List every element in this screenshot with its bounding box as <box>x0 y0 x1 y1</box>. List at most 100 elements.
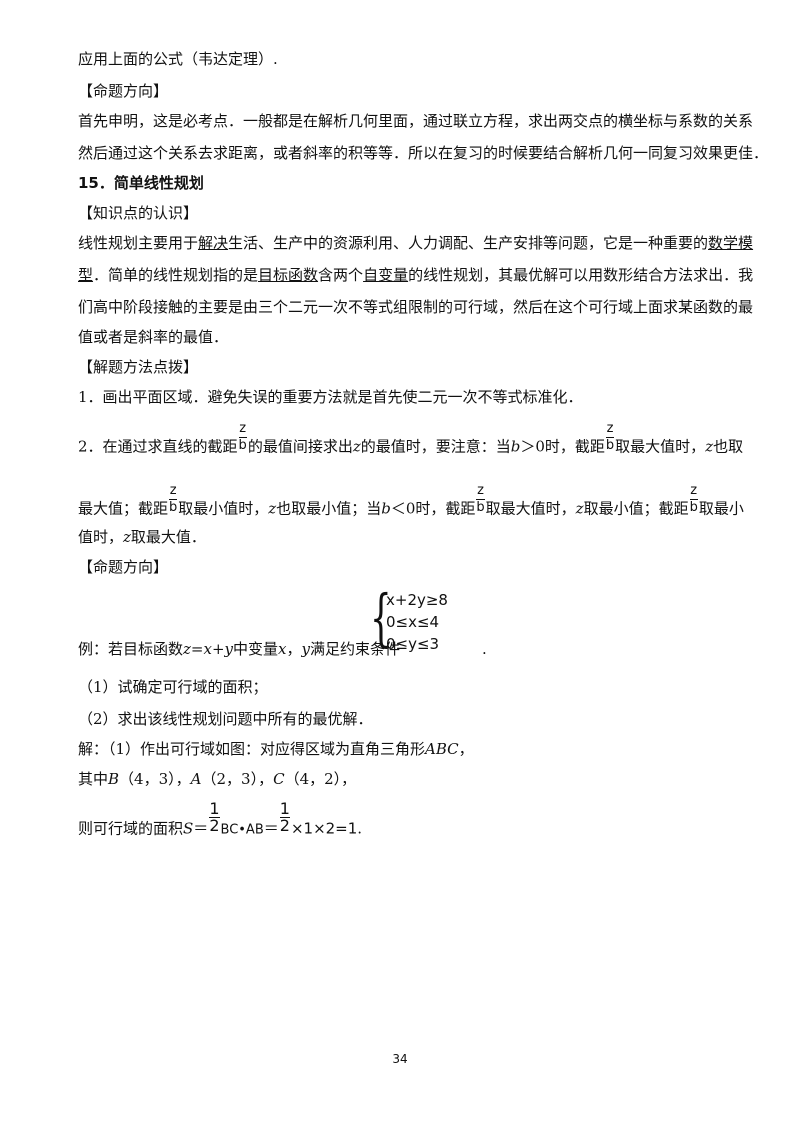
text: ×1×2=1 <box>290 819 358 838</box>
text: 然后通过这个关系去求距离，或者斜率的积等等．所以在复习的时候要结合解析几何一同复… <box>78 144 769 162</box>
var-x: x <box>278 640 287 658</box>
text: 【解题方法点拨】 <box>78 358 199 376</box>
question-2: （2）求出该线性规划问题中所有的最优解． <box>78 708 730 730</box>
text: 的最值时，要注意：当 <box>360 437 511 456</box>
text: （1）试确定可行域的面积； <box>78 678 268 696</box>
text: （4，2）， <box>284 770 357 788</box>
text: 值时， <box>78 528 124 546</box>
link-shuxue-moxing-cont[interactable]: 型 <box>78 266 94 284</box>
heading-method: 【解题方法点拨】 <box>78 356 730 378</box>
solution-line-1: 解：（1）作出可行域如图：对应得区域为直角三角形ABC， <box>78 738 730 760</box>
var-b: b <box>510 437 521 456</box>
example-line: 例：若目标函数z=x+y中变量x，y满足约束条件. <box>78 638 730 660</box>
text: ．简单的线性规划指的是 <box>93 266 259 284</box>
knowledge-line-3: 们高中阶段接触的主要是由三个二元一次不等式组限制的可行域，然后在这个可行域上面求… <box>78 296 753 318</box>
text: 取最小值时， <box>178 499 269 518</box>
text: 1．画出平面区域．避免失误的重要方法就是首先使二元一次不等式标准化． <box>78 388 583 406</box>
text: （2）求出该线性规划问题中所有的最优解． <box>78 710 373 728</box>
text: 则可行域的面积 <box>78 819 184 838</box>
method-line-4: 值时，z取最大值． <box>78 526 730 548</box>
text: （4，3）， <box>119 770 191 788</box>
text: 【命题方向】 <box>78 558 169 576</box>
text: 首先申明，这是必考点．一般都是在解析几何里面，通过联立方程，求出两交点的横坐标与… <box>78 112 754 130</box>
heading-knowledge: 【知识点的认识】 <box>78 202 730 224</box>
text: 取最大值时， <box>485 499 576 518</box>
text: 取最小 <box>698 499 744 518</box>
heading-direction-2: 【命题方向】 <box>78 556 730 578</box>
knowledge-line-2: 型．简单的线性规划指的是目标函数含两个自变量的线性规划，其最优解可以用数形结合方… <box>78 264 753 286</box>
var-y: y <box>301 640 310 658</box>
text: 也取 <box>713 437 744 456</box>
var-z: z <box>352 437 361 456</box>
text: ＝ <box>263 819 279 838</box>
paragraph-direction-2: 然后通过这个关系去求距离，或者斜率的积等等．所以在复习的时候要结合解析几何一同复… <box>78 142 768 164</box>
text: . <box>357 819 363 838</box>
var-b: b <box>381 499 391 518</box>
knowledge-line-1: 线性规划主要用于解决生活、生产中的资源利用、人力调配、生产安排等问题，它是一种重… <box>78 232 753 254</box>
text: 的最值间接求出 <box>247 437 353 456</box>
link-jiejue[interactable]: 解决 <box>198 234 229 252</box>
text: 15．简单线性规划 <box>78 174 204 192</box>
constraint-3: 0≤y≤3 <box>386 635 440 653</box>
text: 取最大值时， <box>615 437 706 456</box>
text: 解：（1）作出可行域如图：对应得区域为直角三角形 <box>78 740 426 758</box>
paragraph-direction-1: 首先申明，这是必考点．一般都是在解析几何里面，通过联立方程，求出两交点的横坐标与… <box>78 110 753 132</box>
text: 【命题方向】 <box>78 82 169 100</box>
solution-line-2: 其中B（4，3），A（2，3），C（4，2）， <box>78 768 730 790</box>
text: ， <box>286 640 302 658</box>
paragraph-vieta: 应用上面的公式（韦达定理）. <box>78 48 730 70</box>
left-brace-icon: { <box>370 581 392 654</box>
link-mubiao-hanshu[interactable]: 目标函数 <box>258 266 319 284</box>
var-s: S <box>183 819 194 838</box>
knowledge-line-4: 值或者是斜率的最值． <box>78 326 730 348</box>
text: 例：若目标函数 <box>78 640 184 658</box>
text: 生活、生产中的资源利用、人力调配、生产安排等问题，它是一种重要的 <box>228 234 709 252</box>
var-z: z <box>705 437 714 456</box>
text: 应用上面的公式（韦达定理）. <box>78 50 278 68</box>
point-a: A <box>190 770 202 788</box>
text: . <box>482 640 487 658</box>
text: 最大值；截距 <box>78 499 169 518</box>
constraint-1: x+2y≥8 <box>386 591 448 609</box>
text: 满足约束条件 <box>309 640 400 658</box>
text: 取最小值；截距 <box>583 499 689 518</box>
link-zibianliang[interactable]: 自变量 <box>363 266 409 284</box>
text: 也取最小值；当 <box>276 499 382 518</box>
text: 中变量 <box>233 640 279 658</box>
objective-function: z=x+y <box>183 640 233 658</box>
heading-direction: 【命题方向】 <box>78 80 730 102</box>
question-1: （1）试确定可行域的面积； <box>78 676 730 698</box>
constraint-system: { x+2y≥8 0≤x≤4 0≤y≤3 <box>370 587 460 657</box>
point-b: B <box>108 770 120 788</box>
text: 值或者是斜率的最值． <box>78 328 229 346</box>
text: （2，3）， <box>201 770 274 788</box>
link-shuxue-moxing[interactable]: 数学模 <box>708 234 754 252</box>
method-line-1: 1．画出平面区域．避免失误的重要方法就是首先使二元一次不等式标准化． <box>78 386 730 408</box>
text: 含两个 <box>318 266 364 284</box>
text: ， <box>458 740 474 758</box>
point-c: C <box>273 770 285 788</box>
product-bc-ab: BC•AB <box>220 822 264 838</box>
var-z: z <box>123 528 131 546</box>
text: 取最大值． <box>130 528 206 546</box>
text: ＞0时，截距 <box>520 437 605 456</box>
text: 们高中阶段接触的主要是由三个二元一次不等式组限制的可行域，然后在这个可行域上面求… <box>78 298 754 316</box>
text: 线性规划主要用于 <box>78 234 199 252</box>
text: 的线性规划，其最优解可以用数形结合方法求出．我 <box>408 266 754 284</box>
section-title: 15．简单线性规划 <box>78 172 730 194</box>
text: ＜0时，截距 <box>390 499 476 518</box>
text: ＝ <box>193 819 209 838</box>
text: 其中 <box>78 770 109 788</box>
text: 【知识点的认识】 <box>78 204 199 222</box>
text: 2．在通过求直线的截距 <box>78 437 238 456</box>
constraint-2: 0≤x≤4 <box>386 613 440 631</box>
